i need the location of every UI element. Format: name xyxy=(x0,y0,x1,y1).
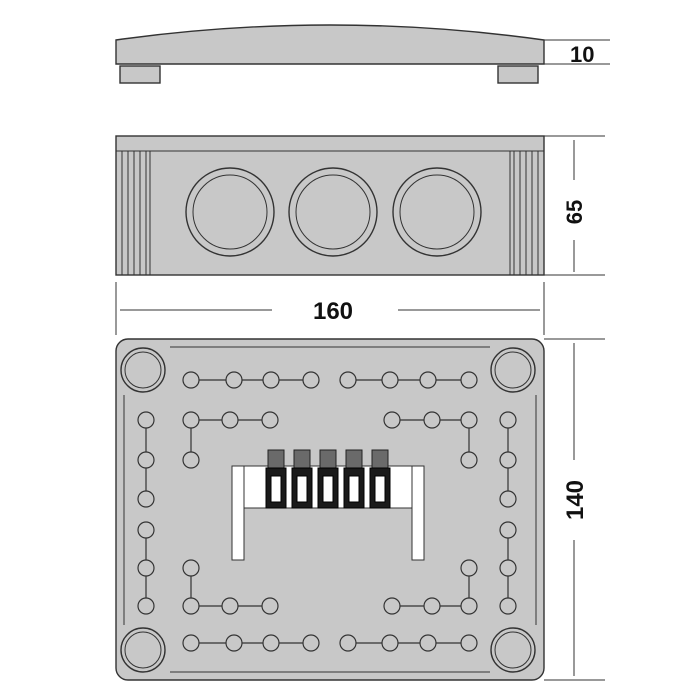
knockout-hole xyxy=(137,559,155,577)
knockout-hole xyxy=(499,521,517,539)
knockout-hole xyxy=(137,490,155,508)
knockout-hole xyxy=(460,411,478,429)
knockout-hole xyxy=(460,597,478,615)
knockout-hole xyxy=(182,559,200,577)
knockout-hole xyxy=(261,597,279,615)
knockout-hole xyxy=(182,634,200,652)
knockout-hole xyxy=(460,371,478,389)
knockout-hole xyxy=(225,371,243,389)
knockout-hole xyxy=(137,521,155,539)
front-ribs-right xyxy=(509,151,539,275)
knockout-hole xyxy=(339,371,357,389)
knockout-chains xyxy=(137,371,517,652)
chain-bottom-left xyxy=(182,634,320,652)
dim-box-height: 65 xyxy=(562,200,587,224)
chain-top-right xyxy=(339,371,478,389)
front-knockout-2 xyxy=(288,167,378,257)
lid-view: 10 xyxy=(115,24,610,84)
chain-right-lower xyxy=(499,521,517,615)
terminal-2 xyxy=(291,449,313,509)
front-view: 65 xyxy=(115,135,605,276)
knockout-hole xyxy=(383,411,401,429)
knockout-hole xyxy=(499,490,517,508)
knockout-hole xyxy=(499,411,517,429)
dim-lid-height: 10 xyxy=(570,42,594,67)
knockout-hole xyxy=(182,371,200,389)
front-ribs-left xyxy=(121,151,151,275)
knockout-hole xyxy=(381,634,399,652)
terminal-block xyxy=(265,449,391,509)
knockout-hole xyxy=(423,411,441,429)
corner-boss-top-right xyxy=(490,347,536,393)
chain-left-upper xyxy=(137,411,155,508)
front-knockout-1 xyxy=(185,167,275,257)
knockout-hole xyxy=(339,634,357,652)
knockout-hole xyxy=(182,411,200,429)
terminal-3 xyxy=(317,449,339,509)
chain-inner-bottom-left xyxy=(182,559,279,615)
knockout-hole xyxy=(499,559,517,577)
chain-top-left xyxy=(182,371,320,389)
knockout-hole xyxy=(302,634,320,652)
front-knockout-3 xyxy=(392,167,482,257)
dim-depth-label: 140 xyxy=(562,480,589,520)
knockout-hole xyxy=(302,371,320,389)
chain-inner-top-left xyxy=(182,411,279,469)
lid-foot-right xyxy=(497,65,539,84)
knockout-hole xyxy=(137,597,155,615)
terminal-1 xyxy=(265,449,287,509)
knockout-hole xyxy=(423,597,441,615)
terminal-4 xyxy=(343,449,365,509)
chain-inner-bottom-right xyxy=(383,559,478,615)
knockout-hole xyxy=(419,371,437,389)
knockout-hole xyxy=(383,597,401,615)
plan-body xyxy=(115,338,545,681)
knockout-hole xyxy=(262,634,280,652)
lid-foot-left xyxy=(119,65,161,84)
plan-view: 140 xyxy=(115,338,605,681)
knockout-hole xyxy=(499,597,517,615)
knockout-hole xyxy=(137,451,155,469)
knockout-hole xyxy=(460,451,478,469)
chain-inner-top-right xyxy=(383,411,478,469)
terminal-5 xyxy=(369,449,391,509)
knockout-hole xyxy=(460,559,478,577)
knockout-hole xyxy=(221,411,239,429)
knockout-hole xyxy=(182,597,200,615)
dim-width: 160 xyxy=(115,282,545,335)
chain-bottom-right xyxy=(339,634,478,652)
knockout-hole xyxy=(460,634,478,652)
knockout-hole xyxy=(499,451,517,469)
corner-boss-top-left xyxy=(120,347,166,393)
chain-left-lower xyxy=(137,521,155,615)
corner-boss-bottom-right xyxy=(490,627,536,673)
lid-body xyxy=(115,24,545,65)
knockout-hole xyxy=(137,411,155,429)
knockout-hole xyxy=(419,634,437,652)
knockout-hole xyxy=(221,597,239,615)
knockout-hole xyxy=(381,371,399,389)
knockout-hole xyxy=(225,634,243,652)
corner-boss-bottom-left xyxy=(120,627,166,673)
dim-width-label: 160 xyxy=(313,298,353,325)
chain-right-upper xyxy=(499,411,517,508)
knockout-hole xyxy=(261,411,279,429)
knockout-hole xyxy=(182,451,200,469)
knockout-hole xyxy=(262,371,280,389)
